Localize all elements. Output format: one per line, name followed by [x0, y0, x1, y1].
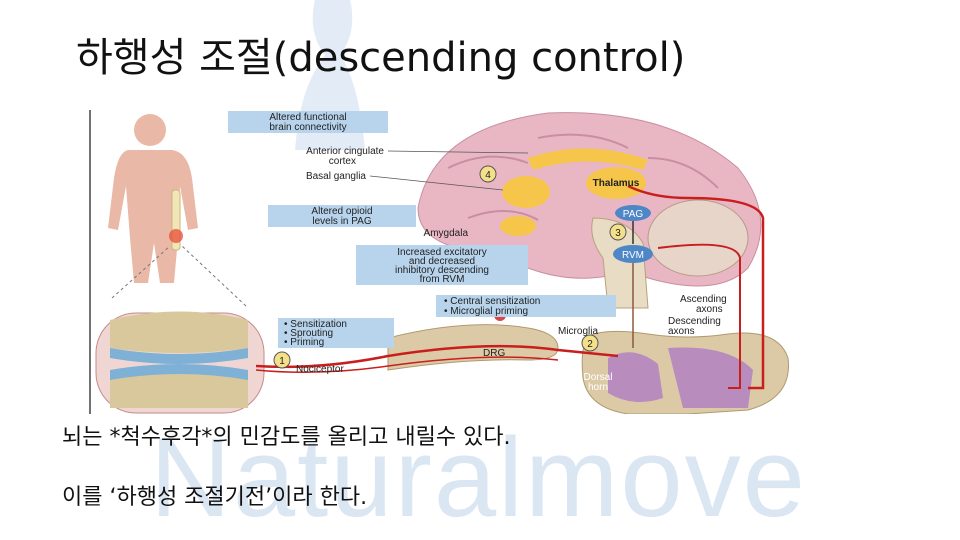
peripheral-box	[278, 318, 394, 348]
child-body-icon	[108, 114, 198, 283]
central-sensitization-text-2: • Microglial priming	[444, 306, 528, 317]
drg-label: DRG	[483, 348, 505, 359]
rvm-label: RVM	[622, 250, 644, 261]
ascending-axons-label-2: axons	[696, 304, 723, 315]
spinal-cord-icon	[387, 309, 789, 414]
nociceptor-label: Nociceptor	[296, 364, 344, 375]
peripheral-text-1: • Sensitization	[284, 319, 347, 330]
basal-ganglia-label: Basal ganglia	[306, 171, 366, 182]
marker-1-text: 1	[279, 356, 285, 367]
increased-excitatory-text-1: Increased excitatory	[397, 247, 487, 258]
dorsal-horn-label-1: Dorsal	[584, 372, 613, 383]
pag-label: PAG	[623, 209, 644, 220]
slide-title: 하행성 조절(descending control)	[76, 35, 686, 81]
altered-opioid-box	[268, 205, 416, 227]
knee-joint-icon	[95, 311, 265, 414]
altered-opioid-text-2: levels in PAG	[312, 216, 372, 227]
marker-4: 4	[479, 165, 497, 183]
increased-excitatory-text-2: and decreased	[409, 256, 475, 267]
body-line-1: 뇌는 *척수후각*의 민감도를 올리고 내릴수 있다.	[62, 425, 511, 450]
marker-3-text: 3	[615, 228, 621, 239]
descending-control-figure: Altered functional brain connectivity Al…	[89, 110, 789, 414]
increased-excitatory-text-3: inhibitory descending	[395, 265, 489, 276]
altered-opioid-text-1: Altered opioid	[311, 206, 372, 217]
increased-excitatory-text-4: from RVM	[420, 274, 465, 285]
marker-2: 2	[581, 334, 599, 352]
peripheral-text-2: • Sprouting	[284, 328, 333, 339]
altered-connectivity-text-1: Altered functional	[269, 112, 346, 123]
marker-4-text: 4	[485, 170, 491, 181]
peripheral-text-3: • Priming	[284, 337, 324, 348]
watermark-text: Naturalmove	[150, 415, 807, 540]
ascending-axons-label-1: Ascending	[680, 294, 727, 305]
marker-2-text: 2	[587, 339, 593, 350]
anterior-cingulate-label-1: Anterior cingulate	[306, 146, 384, 157]
descending-axons-label-2: axons	[668, 326, 695, 337]
body-line-2: 이를 ‘하행성 조절기전’이라 한다.	[62, 485, 368, 510]
increased-excitatory-box	[356, 245, 528, 285]
descending-axons-label-1: Descending	[668, 316, 721, 327]
dorsal-horn-label-2: horn	[588, 382, 608, 393]
marker-3: 3	[609, 223, 627, 241]
amygdala-label: Amygdala	[424, 228, 469, 239]
anterior-cingulate-label-2: cortex	[329, 156, 356, 167]
altered-connectivity-box	[228, 111, 388, 133]
thalamus-label: Thalamus	[593, 178, 640, 189]
altered-connectivity-text-2: brain connectivity	[269, 122, 346, 133]
microglia-label: Microglia	[558, 326, 598, 337]
marker-1: 1	[273, 351, 291, 369]
central-sensitization-text-1: • Central sensitization	[444, 296, 540, 307]
brain-icon	[417, 112, 762, 309]
central-sensitization-box	[436, 295, 616, 317]
